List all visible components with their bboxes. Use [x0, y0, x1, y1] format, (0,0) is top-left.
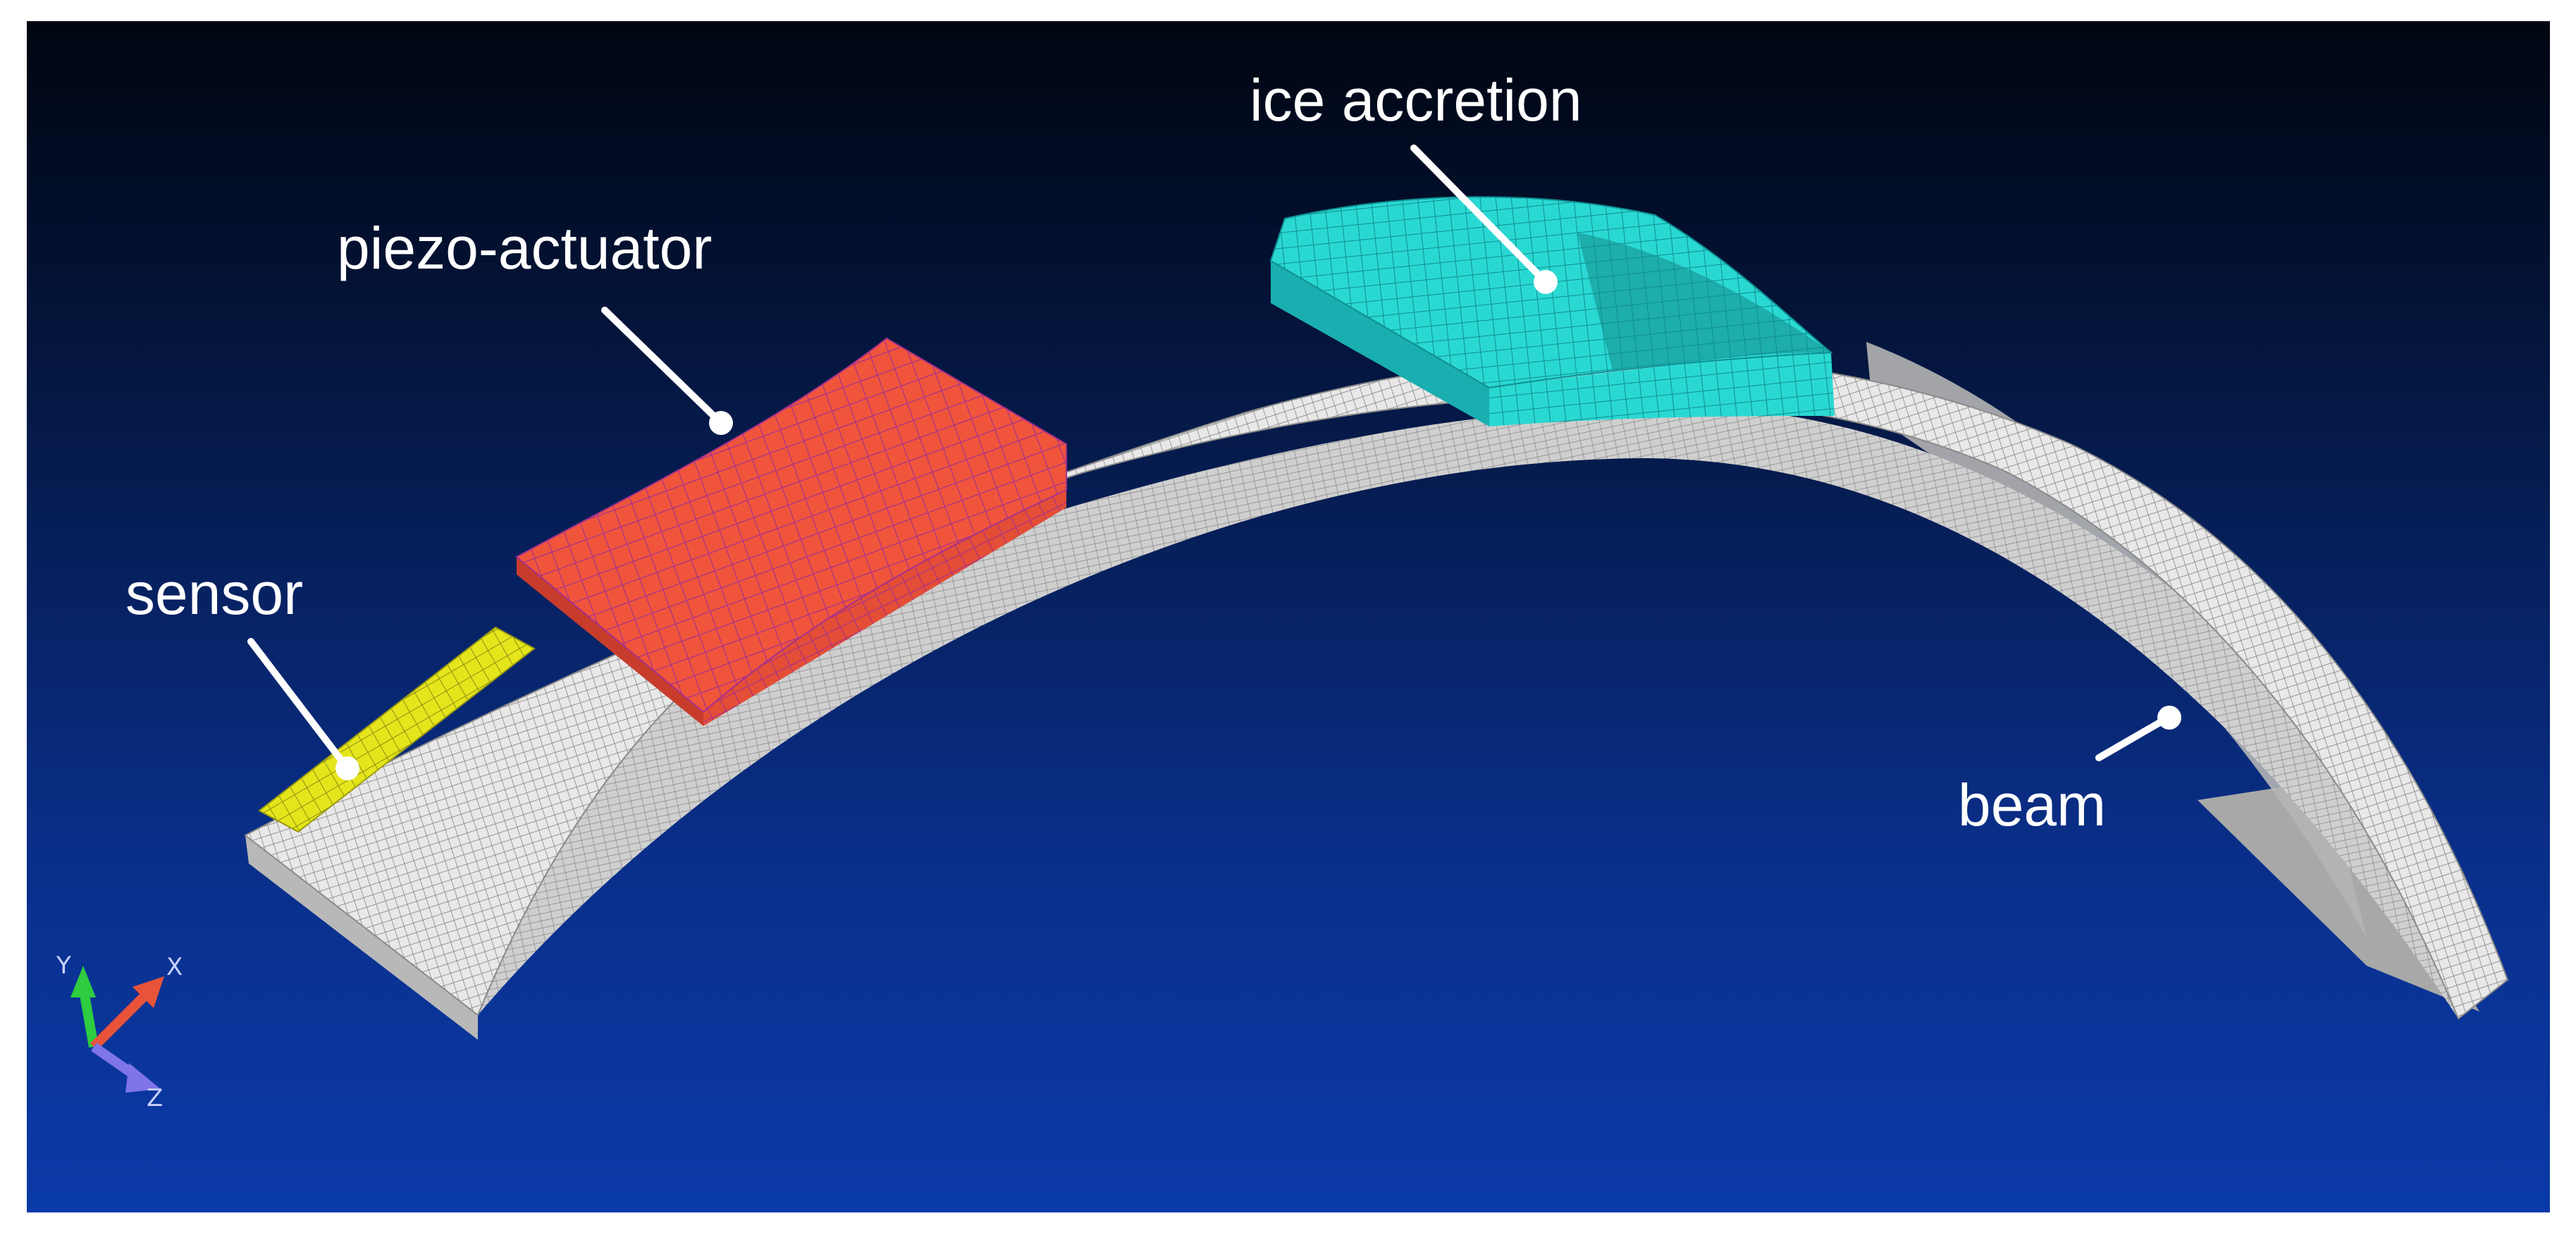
leader-sensor [247, 638, 351, 772]
axis-label-y: Y [56, 952, 71, 980]
leader-ice [1410, 145, 1549, 285]
axis-label-z: Z [147, 1084, 164, 1112]
label-piezo-actuator: piezo-actuator [337, 215, 713, 281]
leader-ice-dot [1534, 270, 1558, 294]
label-sensor: sensor [125, 560, 304, 627]
leader-beam [2095, 715, 2169, 761]
beam-left-end [245, 835, 478, 1040]
beam-right-end [2198, 779, 2479, 1012]
viewport: ice accretion piezo-actuator sensor beam… [27, 21, 2550, 1212]
leader-beam-dot [2157, 706, 2181, 730]
ice-top-shade [1577, 233, 1831, 370]
beam-top-surface [244, 355, 2509, 1020]
sensor-patch [258, 626, 536, 833]
ice-front [1489, 352, 1835, 426]
axis-triad [70, 966, 164, 1093]
ice-side [1271, 261, 1489, 426]
leader-sensor-dot [335, 756, 359, 780]
axis-label-x: X [166, 953, 183, 981]
piezo-side [517, 557, 703, 726]
label-beam: beam [1958, 772, 2107, 838]
label-ice-accretion: ice accretion [1250, 67, 1582, 133]
fe-model [70, 145, 2509, 1093]
leader-piezo [601, 307, 725, 426]
piezo-top [515, 337, 1067, 713]
leader-piezo-dot [709, 411, 733, 435]
